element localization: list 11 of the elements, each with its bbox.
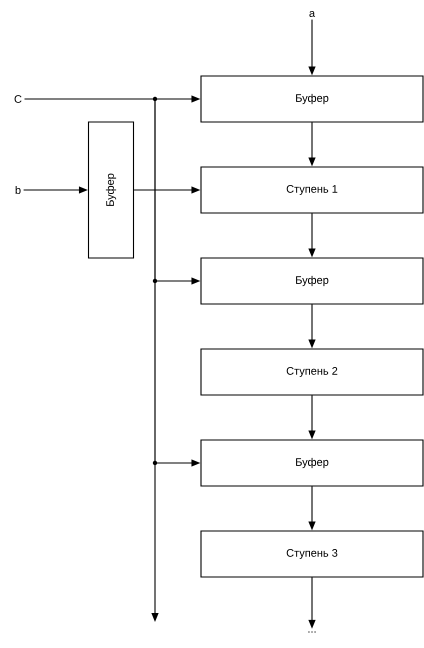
stage-box: Ступень 3: [200, 530, 424, 578]
buffer-box: Буфер: [88, 121, 134, 259]
stage-box: Буфер: [200, 257, 424, 305]
signal-label: b: [16, 186, 21, 194]
stage-box: Буфер: [200, 439, 424, 487]
signal-label: C: [14, 95, 22, 103]
signal-label: ...: [308, 631, 316, 633]
stage-box: Ступень 1: [200, 166, 424, 214]
stage-box: Буфер: [200, 75, 424, 123]
stage-box: Ступень 2: [200, 348, 424, 396]
signal-label: a: [309, 11, 316, 18]
